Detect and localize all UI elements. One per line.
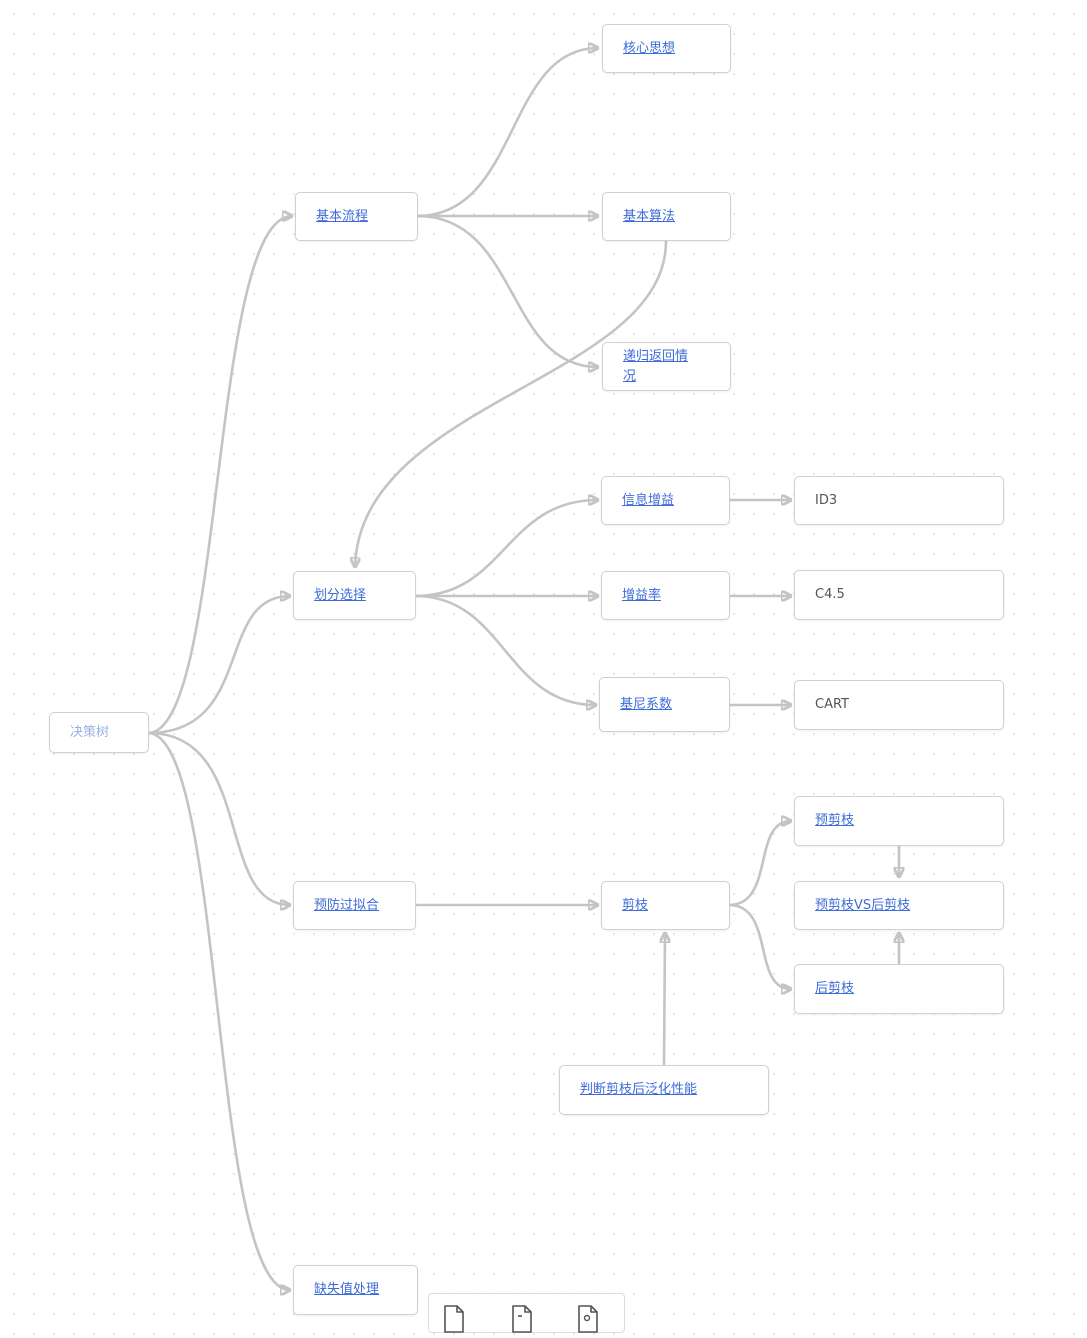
- edge-pruning-post: [727, 903, 793, 989]
- node-split-choice[interactable]: 划分选择: [293, 571, 416, 620]
- node-pre-pruning[interactable]: 预剪枝: [794, 796, 1004, 846]
- node-label: 预剪枝: [815, 813, 855, 828]
- node-missing-values[interactable]: 缺失值处理: [293, 1265, 418, 1315]
- node-label: 基本算法: [623, 208, 676, 224]
- node-post-pruning[interactable]: 后剪枝: [794, 964, 1004, 1014]
- node-c45[interactable]: C4.5: [794, 570, 1004, 620]
- node-core-idea[interactable]: 核心思想: [602, 24, 731, 73]
- node-label: 预防过拟合: [314, 897, 380, 913]
- node-gain-ratio[interactable]: 增益率: [601, 571, 730, 620]
- node-label: 信息增益: [622, 492, 675, 508]
- file-minus-icon[interactable]: [510, 1304, 534, 1334]
- node-id3[interactable]: ID3: [794, 476, 1004, 525]
- edge-basic-algorithm-split-choice: [355, 239, 668, 569]
- node-basic-algorithm[interactable]: 基本算法: [602, 192, 731, 241]
- node-label: 决策树: [70, 724, 110, 740]
- node-gini-index[interactable]: 基尼系数: [599, 677, 730, 732]
- edge-basic-flow-core-idea: [415, 48, 600, 218]
- node-label: 基本流程: [316, 208, 369, 224]
- node-label: 判断剪枝后泛化性能: [580, 1082, 698, 1097]
- node-pruning[interactable]: 剪枝: [601, 881, 730, 930]
- node-label: ID3: [815, 492, 838, 508]
- edge-root-missing-values: [146, 731, 292, 1290]
- node-recursion-return[interactable]: 递归返回情况: [602, 342, 731, 391]
- node-pre-vs-post[interactable]: 预剪枝VS后剪枝: [794, 881, 1004, 930]
- node-label: 缺失值处理: [314, 1282, 380, 1297]
- edge-root-prevent-overfit: [146, 731, 292, 905]
- node-cart[interactable]: CART: [794, 680, 1004, 730]
- edge-judge-to-pruning: [664, 931, 665, 1067]
- node-label: 核心思想: [623, 40, 676, 56]
- node-label: C4.5: [815, 587, 845, 602]
- node-label: 预剪枝VS后剪枝: [815, 897, 911, 913]
- node-label: 基尼系数: [620, 696, 673, 712]
- node-label: 剪枝: [622, 897, 649, 913]
- export-toolbar: [428, 1293, 625, 1333]
- node-basic-flow[interactable]: 基本流程: [295, 192, 418, 241]
- node-prevent-overfit[interactable]: 预防过拟合: [293, 881, 416, 930]
- edge-split-info-gain: [413, 500, 600, 598]
- node-label: CART: [815, 697, 849, 712]
- node-label: 递归返回情况: [623, 348, 689, 384]
- edge-root-split-choice: [146, 596, 292, 735]
- edge-root-basic-flow: [146, 216, 294, 735]
- node-info-gain[interactable]: 信息增益: [601, 476, 730, 525]
- node-label: 划分选择: [314, 587, 367, 603]
- edge-pruning-pre: [727, 821, 793, 907]
- node-root[interactable]: 决策树: [49, 712, 149, 753]
- edge-split-gini: [413, 594, 598, 705]
- file-icon[interactable]: [442, 1304, 466, 1334]
- node-label: 增益率: [622, 587, 662, 603]
- edge-basic-flow-recursion: [415, 214, 600, 367]
- file-search-icon[interactable]: [576, 1304, 600, 1334]
- node-label: 后剪枝: [815, 981, 855, 996]
- node-judge-generalization[interactable]: 判断剪枝后泛化性能: [559, 1065, 769, 1115]
